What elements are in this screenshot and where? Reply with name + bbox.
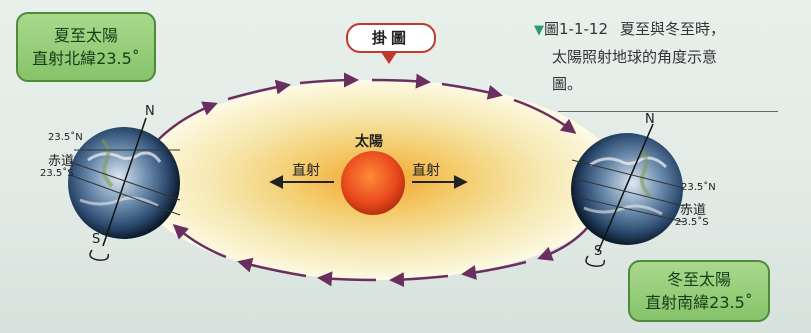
winter-label-line2: 直射南緯23.5˚ (645, 293, 753, 312)
orbit-arrow (513, 98, 577, 134)
caption-line3-wrap: 圖。 (534, 71, 804, 125)
orbit-arrow (317, 271, 377, 287)
winter-label-line1: 冬至太陽 (666, 270, 731, 289)
left-north-label: N (145, 104, 155, 119)
earth-winter (571, 123, 685, 267)
sun (341, 151, 405, 215)
summer-label-line2: 直射北緯23.5˚ (32, 49, 140, 68)
hang-map-tag: 掛圖 (346, 23, 436, 53)
hang-map-pointer-icon (381, 52, 397, 64)
left-lat-s-label: 23.5˚S (40, 168, 74, 179)
equator-line (69, 161, 181, 201)
direct-label-right: 直射 (412, 163, 440, 179)
tropic-capricorn-line (69, 174, 181, 216)
right-north-label: N (645, 112, 655, 127)
direct-label-left: 直射 (292, 163, 320, 179)
orbit-arrow (157, 101, 218, 141)
caption-rule (558, 111, 778, 112)
tropic-cancer-line (571, 159, 685, 189)
orbit-arrow (172, 223, 227, 259)
orbit-arrow (227, 79, 291, 101)
caption-line3: 圖。 (552, 75, 583, 93)
tropic-capricorn-line (571, 195, 685, 223)
winter-solstice-label: 冬至太陽 直射南緯23.5˚ (628, 260, 770, 322)
right-lat-n-label: 23.5˚N (681, 182, 716, 193)
earth-summer (68, 117, 181, 261)
figure-caption: ▼圖1-1-12 夏至與冬至時， 太陽照射地球的角度示意 圖。 (534, 16, 804, 125)
summer-label-line1: 夏至太陽 (53, 26, 118, 45)
orbit-arrow (441, 82, 503, 100)
caption-line2: 太陽照射地球的角度示意 (552, 48, 718, 66)
earth-axis (102, 117, 147, 247)
orbit-arrow (461, 260, 527, 280)
equator-line (571, 177, 685, 207)
sun-label: 太陽 (355, 134, 383, 150)
orbit-arrow (371, 73, 431, 89)
left-equator-label: 赤道 (48, 154, 75, 169)
summer-solstice-label: 夏至太陽 直射北緯23.5˚ (16, 12, 156, 82)
rotation-arrow-icon (585, 255, 606, 267)
right-south-label: S (594, 244, 603, 259)
caption-line1: 夏至與冬至時， (620, 20, 726, 38)
right-equator-label: 赤道 (680, 203, 707, 218)
orbit-path (157, 72, 594, 288)
rotation-arrow-icon (89, 249, 110, 261)
orbit-arrow (389, 272, 449, 288)
figure-id: 圖1-1-12 (544, 20, 608, 38)
orbit-arrow (299, 72, 359, 88)
earth-axis (597, 123, 654, 253)
orbit-arrow (237, 257, 307, 278)
caption-triangle-icon: ▼ (534, 23, 544, 38)
left-lat-n-label: 23.5˚N (48, 132, 83, 143)
earth-globe (571, 133, 683, 245)
right-lat-s-label: 23.5˚S (675, 217, 709, 228)
left-south-label: S (92, 232, 101, 247)
